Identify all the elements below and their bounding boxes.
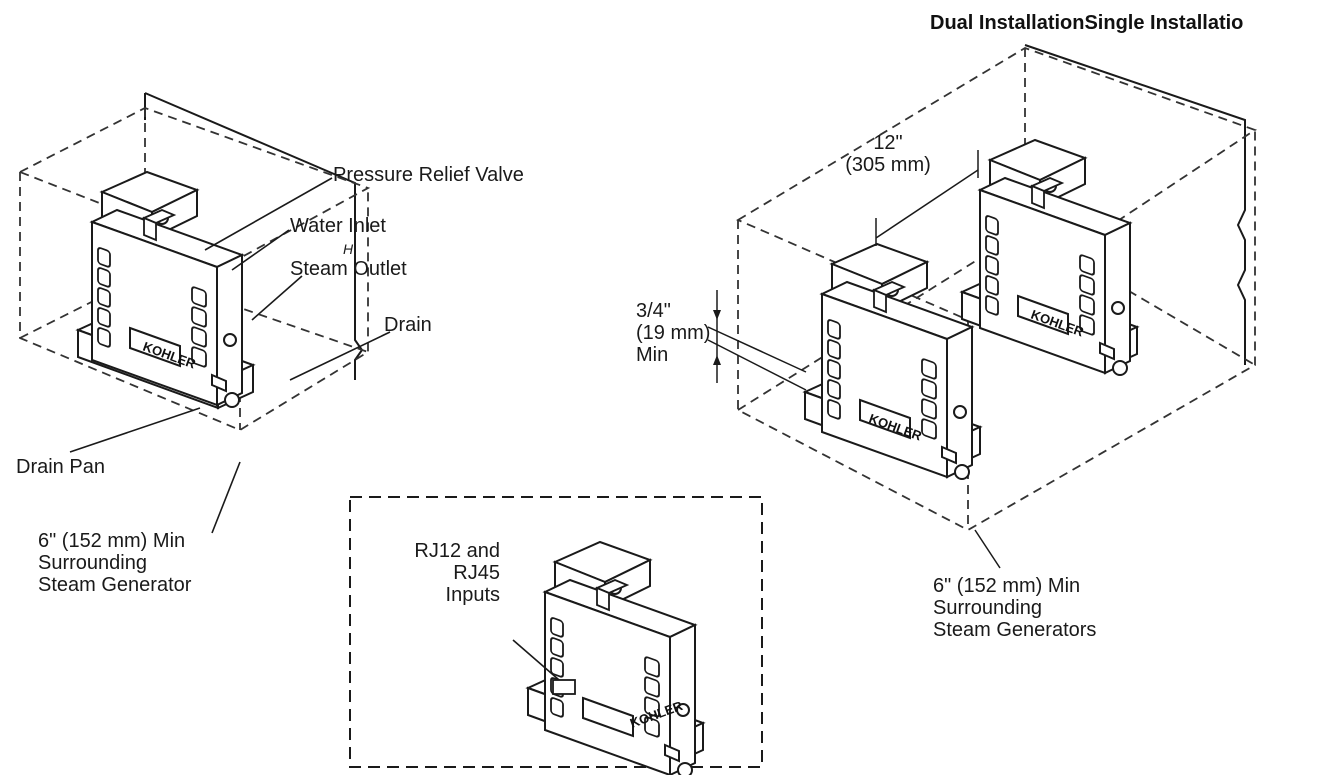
water-inlet-label: Water Inlet <box>290 215 386 237</box>
rj-inputs-inset: KOHLER <box>349 496 763 775</box>
dual-clearance-label: 6" (152 mm) Min Surrounding Steam Genera… <box>933 575 1096 641</box>
single-clearance-line-3: Steam Generator <box>38 574 192 596</box>
gap-line-2: (19 mm) <box>636 322 711 344</box>
pressure-relief-valve-label: Pressure Relief Valve <box>333 164 524 186</box>
gap-line-1: 3/4" <box>636 300 671 322</box>
steam-generator-icon: KOHLER <box>91 171 243 408</box>
rj-inputs-line-2: RJ45 <box>453 562 500 584</box>
dual-clearance-line-3: Steam Generators <box>933 619 1097 641</box>
single-clearance-line-1: 6" (152 mm) Min <box>38 530 186 552</box>
gap-dimension-label: 3/4" (19 mm) Min <box>636 300 710 366</box>
rj-inputs-label: RJ12 and RJ45 Inputs <box>390 540 500 606</box>
water-inlet-mark: H <box>343 241 354 257</box>
single-installation: KOHLER <box>17 92 391 534</box>
gap-line-3: Min <box>636 344 669 366</box>
rj-inputs-line-3: Inputs <box>445 584 500 606</box>
drain-pan-label: Drain Pan <box>16 456 105 478</box>
dual-clearance-line-1: 6" (152 mm) Min <box>933 575 1081 597</box>
single-clearance-label: 6" (152 mm) Min Surrounding Steam Genera… <box>38 530 191 596</box>
page-title: Dual InstallationSingle Installatio <box>930 12 1244 34</box>
wall-icon <box>1024 44 1246 365</box>
single-clearance-line-2: Surrounding <box>38 552 147 574</box>
spacing-line-2: (305 mm) <box>845 154 931 176</box>
rj-inputs-line-1: RJ12 and <box>414 540 500 562</box>
steam-outlet-label: Steam Outlet <box>290 258 407 280</box>
drain-label: Drain <box>384 314 432 336</box>
spacing-line-1: 12" <box>873 132 903 154</box>
spacing-dimension-label: 12" (305 mm) <box>828 132 948 176</box>
dual-installation: KOHLER KOHLER <box>707 44 1257 569</box>
dual-clearance-line-2: Surrounding <box>933 597 1042 619</box>
